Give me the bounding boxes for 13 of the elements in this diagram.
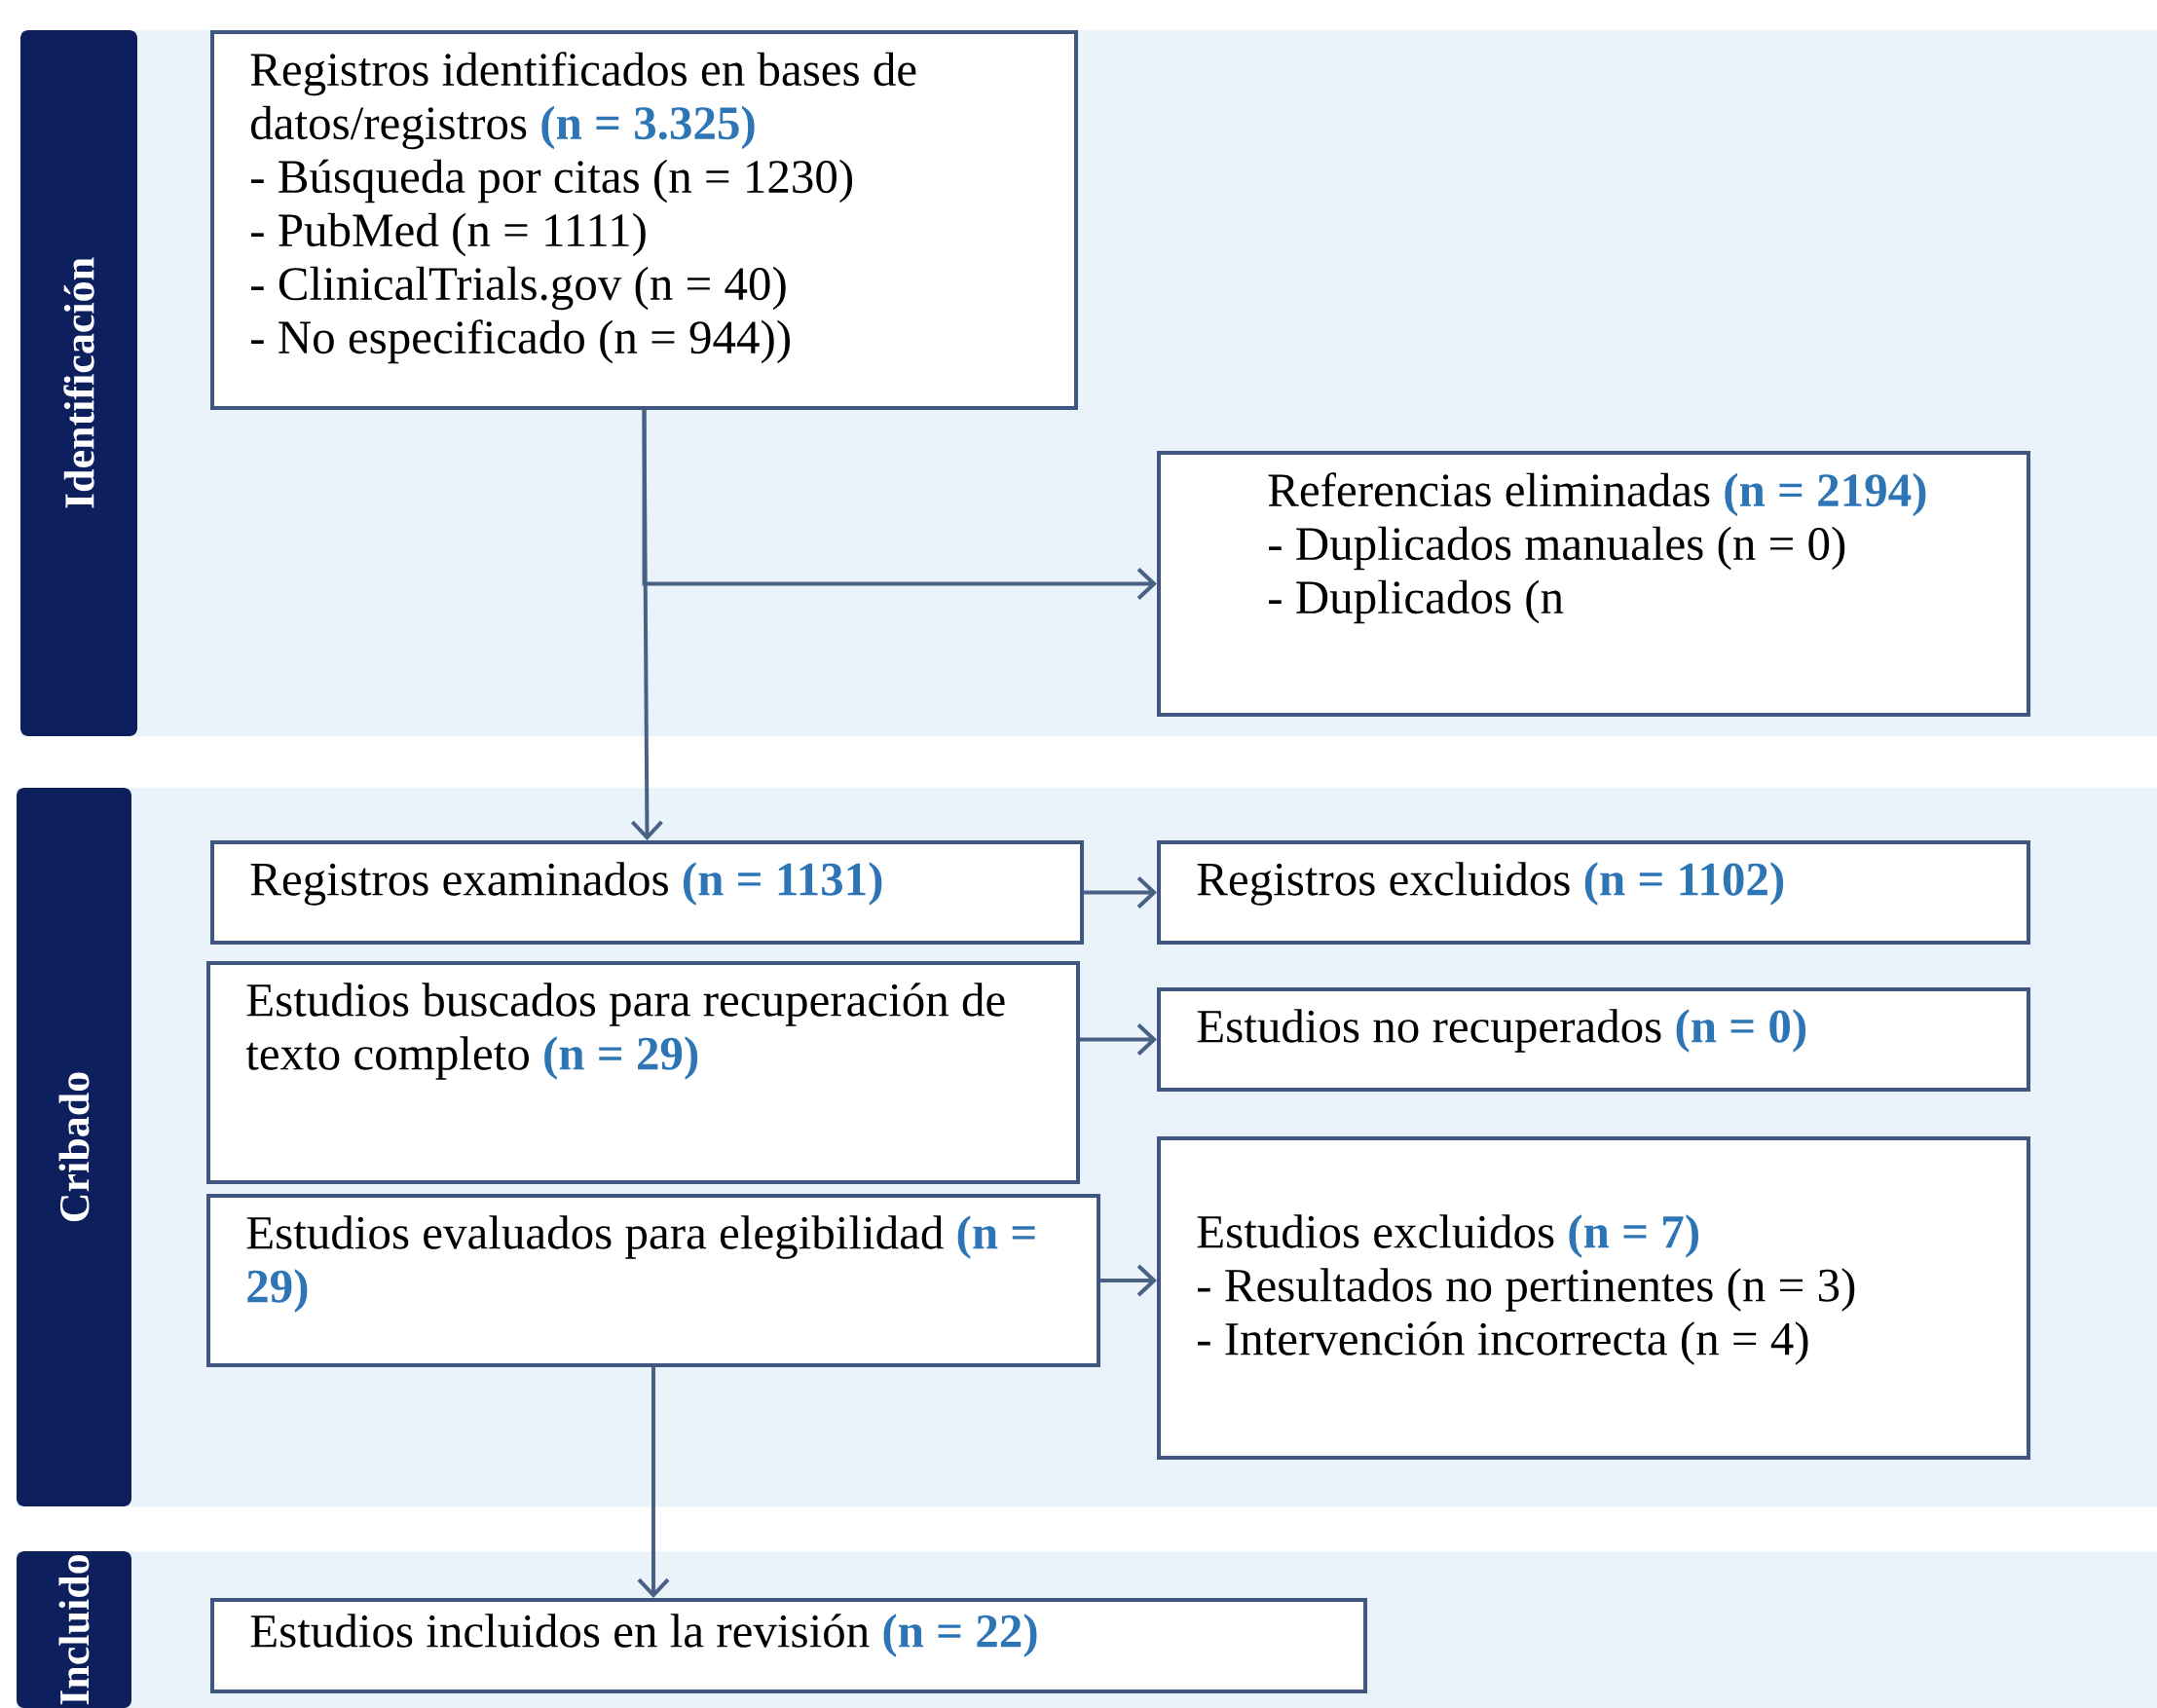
flow-box: Estudios incluidos en la revisión (n = 22): [210, 1598, 1367, 1693]
flow-box: Estudios excluidos (n = 7) - Resultados no pertinentes (n = 3) - Intervención incorrecta (n = 4): [1157, 1136, 2031, 1460]
flow-box: Estudios no recuperados (n = 0): [1157, 987, 2031, 1092]
arrow: [637, 1367, 670, 1599]
arrow: [1080, 1023, 1157, 1056]
arrow: [642, 410, 1157, 600]
arrow: [1084, 876, 1157, 909]
flow-box: Referencias eliminadas (n = 2194) - Duplicados manuales (n = 0) - Duplicados (n: [1157, 451, 2031, 717]
flow-box: Estudios evaluados para elegibilidad (n = 29): [206, 1194, 1100, 1367]
flow-box: Estudios buscados para recuperación de texto completo (n = 29): [206, 961, 1080, 1184]
flow-box: Registros excluidos (n = 1102): [1157, 840, 2031, 945]
flow-box: Registros examinados (n = 1131): [210, 840, 1084, 945]
flow-box: Registros identificados en bases de datos/registros (n = 3.325) - Búsqueda por citas (n = 1230) - PubMed (n = 1111) - ClinicalTrials.gov (n = 40) - No especificado (n = 944)): [210, 30, 1078, 410]
